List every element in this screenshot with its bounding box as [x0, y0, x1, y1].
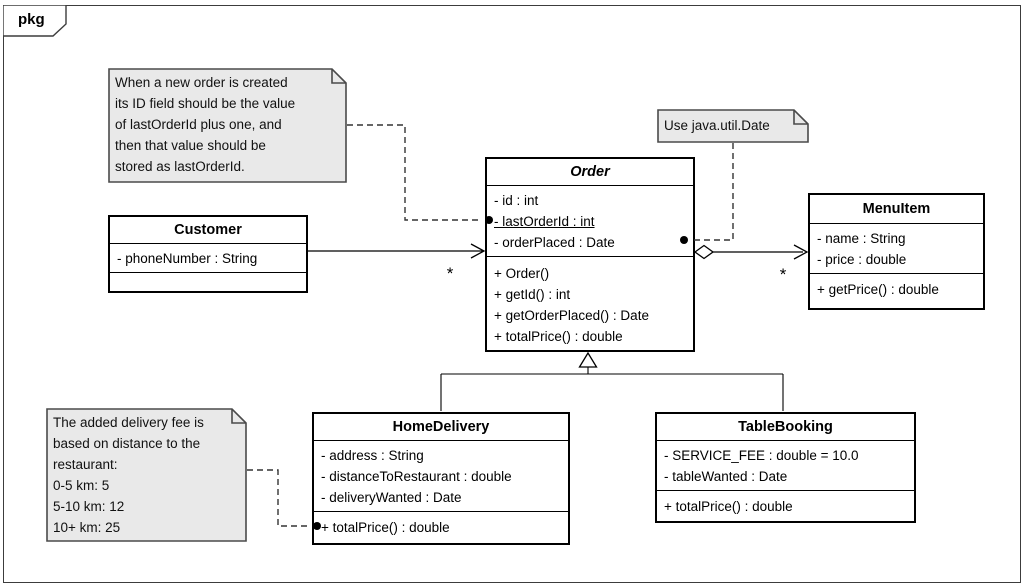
note-line: 5-10 km: 12 — [53, 499, 125, 514]
note-line: based on distance to the — [53, 436, 201, 451]
method-get-order-placed: + getOrderPlaced() : Date — [494, 308, 649, 323]
attribute-phone-number: - phoneNumber : String — [117, 251, 258, 266]
note-text: Use java.util.Date — [664, 115, 793, 136]
package-frame — [3, 5, 1021, 583]
attribute-address: - address : String — [321, 448, 424, 463]
attribute-id: - id : int — [494, 193, 539, 208]
attribute-service-fee: - SERVICE_FEE : double = 10.0 — [664, 448, 859, 463]
method-order-constructor: + Order() — [494, 266, 550, 281]
note-line: of lastOrderId plus one, and — [115, 117, 282, 132]
class-order-attributes: - id : int - lastOrderId : int - orderPl… — [487, 186, 693, 257]
class-customer-methods — [110, 273, 306, 291]
class-home-delivery-methods: + totalPrice() : double — [314, 512, 568, 543]
note-line: its ID field should be the value — [115, 96, 296, 111]
method-total-price: + totalPrice() : double — [494, 329, 623, 344]
package-tab: pkg — [3, 5, 67, 37]
note-shape — [657, 109, 809, 143]
attribute-delivery-wanted: - deliveryWanted : Date — [321, 490, 462, 505]
note-line: Use java.util.Date — [664, 118, 770, 133]
note-last-order-id[interactable]: When a new order is created its ID field… — [108, 68, 347, 183]
class-menu-item-name: MenuItem — [810, 195, 983, 224]
note-shape — [46, 408, 247, 542]
note-delivery-fee[interactable]: The added delivery fee is based on dista… — [46, 408, 247, 542]
note-line: stored as lastOrderId. — [115, 159, 245, 174]
note-line: then that value should be — [115, 138, 266, 153]
attribute-order-placed: - orderPlaced : Date — [494, 235, 615, 250]
class-menu-item[interactable]: MenuItem - name : String - price : doubl… — [808, 193, 985, 310]
class-customer[interactable]: Customer - phoneNumber : String — [108, 215, 308, 293]
note-line: 10+ km: 25 — [53, 520, 121, 535]
attribute-last-order-id: - lastOrderId : int — [494, 214, 595, 229]
attribute-name: - name : String — [817, 231, 906, 246]
method-get-id: + getId() : int — [494, 287, 571, 302]
method-get-price: + getPrice() : double — [817, 282, 939, 297]
note-line: The added delivery fee is — [53, 415, 204, 430]
class-menu-item-methods: + getPrice() : double — [810, 274, 983, 308]
class-order-methods: + Order() + getId() : int + getOrderPlac… — [487, 257, 693, 350]
package-tab-label: pkg — [18, 11, 45, 28]
attribute-distance-to-restaurant: - distanceToRestaurant : double — [321, 469, 512, 484]
attribute-table-wanted: - tableWanted : Date — [664, 469, 788, 484]
note-shape — [108, 68, 347, 183]
method-total-price: + totalPrice() : double — [321, 520, 450, 535]
class-customer-attributes: - phoneNumber : String — [110, 244, 306, 273]
class-table-booking-name: TableBooking — [657, 414, 914, 441]
class-customer-name: Customer — [110, 217, 306, 244]
class-home-delivery-name: HomeDelivery — [314, 414, 568, 441]
class-home-delivery-attributes: - address : String - distanceToRestauran… — [314, 441, 568, 512]
package-tab-shape — [3, 5, 67, 37]
note-line: When a new order is created — [115, 75, 288, 90]
attribute-price: - price : double — [817, 252, 907, 267]
method-total-price: + totalPrice() : double — [664, 499, 793, 514]
note-java-util-date[interactable]: Use java.util.Date — [657, 109, 809, 143]
note-line: restaurant: — [53, 457, 118, 472]
class-home-delivery[interactable]: HomeDelivery - address : String - distan… — [312, 412, 570, 545]
class-menu-item-attributes: - name : String - price : double — [810, 224, 983, 274]
note-line: 0-5 km: 5 — [53, 478, 110, 493]
class-order[interactable]: Order - id : int - lastOrderId : int - o… — [485, 157, 695, 352]
class-table-booking-attributes: - SERVICE_FEE : double = 10.0 - tableWan… — [657, 441, 914, 491]
class-table-booking[interactable]: TableBooking - SERVICE_FEE : double = 10… — [655, 412, 916, 523]
note-text: When a new order is created its ID field… — [115, 72, 331, 177]
class-table-booking-methods: + totalPrice() : double — [657, 491, 914, 521]
class-order-name: Order — [487, 159, 693, 186]
note-text: The added delivery fee is based on dista… — [53, 412, 231, 538]
